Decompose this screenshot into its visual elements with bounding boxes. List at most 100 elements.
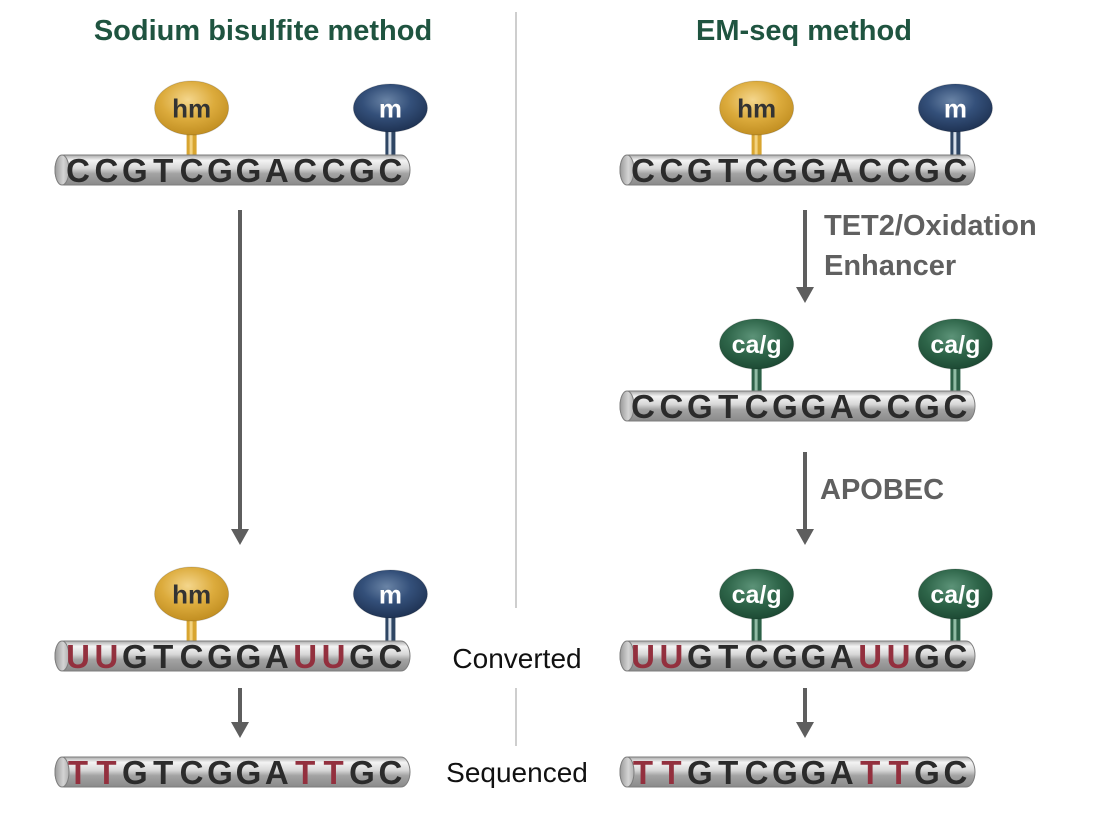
step-arrow-bisulfite-original-to-converted [231,210,249,545]
base: A [265,152,289,189]
marker-stem-highlight [189,619,193,641]
arrow-head [231,529,249,545]
base: C [378,754,402,791]
arrow-head [796,722,814,738]
marker-label: hm [172,93,211,123]
base: T [718,638,738,675]
base-converted: T [68,754,88,791]
base: G [772,152,798,189]
base: G [801,152,827,189]
base: C [293,152,317,189]
base: A [830,754,854,791]
dna-tube-cap [619,640,635,672]
base: G [236,638,262,675]
base-converted: U [659,638,683,675]
marker-bubble [154,80,230,136]
base: G [914,638,940,675]
base: G [349,638,375,675]
base-converted: U [293,638,317,675]
base: C [180,638,204,675]
base-converted: U [322,638,346,675]
base-converted: T [661,754,681,791]
base: A [265,638,289,675]
base: G [207,638,233,675]
step-arrow-bisulfite-converted-to-sequenced [231,688,249,738]
base: G [687,638,713,675]
base-converted: T [324,754,344,791]
marker-bubble [917,83,993,133]
dna-tube-cap [619,154,635,186]
marker-bubble [154,566,230,622]
base: C [94,152,118,189]
base: G [122,754,148,791]
base: C [322,152,346,189]
step-arrow-emseq-oxidized-to-converted [796,452,814,545]
base: C [659,388,683,425]
arrow-head [796,287,814,303]
marker-label: hm [172,579,211,609]
row-label-sequenced: Sequenced [446,757,588,788]
base-converted: T [96,754,116,791]
marker-stem-highlight [754,617,758,641]
m-modification-marker: m [917,83,993,157]
dna-tube-cap [619,756,635,788]
base: G [914,388,940,425]
base: G [772,754,798,791]
base: T [153,638,173,675]
marker-stem-highlight [388,130,392,155]
base: G [801,638,827,675]
base: C [943,638,967,675]
base-converted: U [858,638,882,675]
marker-label: ca/g [930,581,980,609]
base: G [236,754,262,791]
base-converted: T [860,754,880,791]
marker-bubble [719,318,795,370]
dna-tube-cap [54,154,70,186]
base: G [122,638,148,675]
marker-label: m [379,579,402,609]
dna-tube-cap [54,756,70,788]
row-label-converted: Converted [452,643,581,674]
base: C [180,754,204,791]
base: G [801,754,827,791]
base: G [207,754,233,791]
base-converted: U [66,638,90,675]
base: C [180,152,204,189]
base: T [153,754,173,791]
base: C [887,152,911,189]
base-converted: U [94,638,118,675]
marker-stem-highlight [953,367,957,391]
base: T [153,152,173,189]
marker-label: m [379,93,402,123]
base: T [718,388,738,425]
base: C [943,388,967,425]
base: C [745,754,769,791]
base: C [378,638,402,675]
base: C [745,152,769,189]
step-label-tet2: TET2/Oxidation [824,210,1037,242]
base: A [830,388,854,425]
marker-stem-highlight [388,616,392,641]
marker-stem-highlight [953,130,957,155]
base: C [887,388,911,425]
step-arrow-emseq-original-to-oxidized [796,210,814,303]
base: G [914,754,940,791]
base: T [718,754,738,791]
base: G [236,152,262,189]
panel-title-bisulfite: Sodium bisulfite method [94,15,432,47]
marker-stem-highlight [953,617,957,641]
marker-bubble [917,568,993,620]
marker-label: hm [737,93,776,123]
base: C [631,152,655,189]
step-label-apobec: APOBEC [820,474,944,506]
marker-stem-highlight [189,133,193,155]
base-converted: U [887,638,911,675]
base: C [943,754,967,791]
